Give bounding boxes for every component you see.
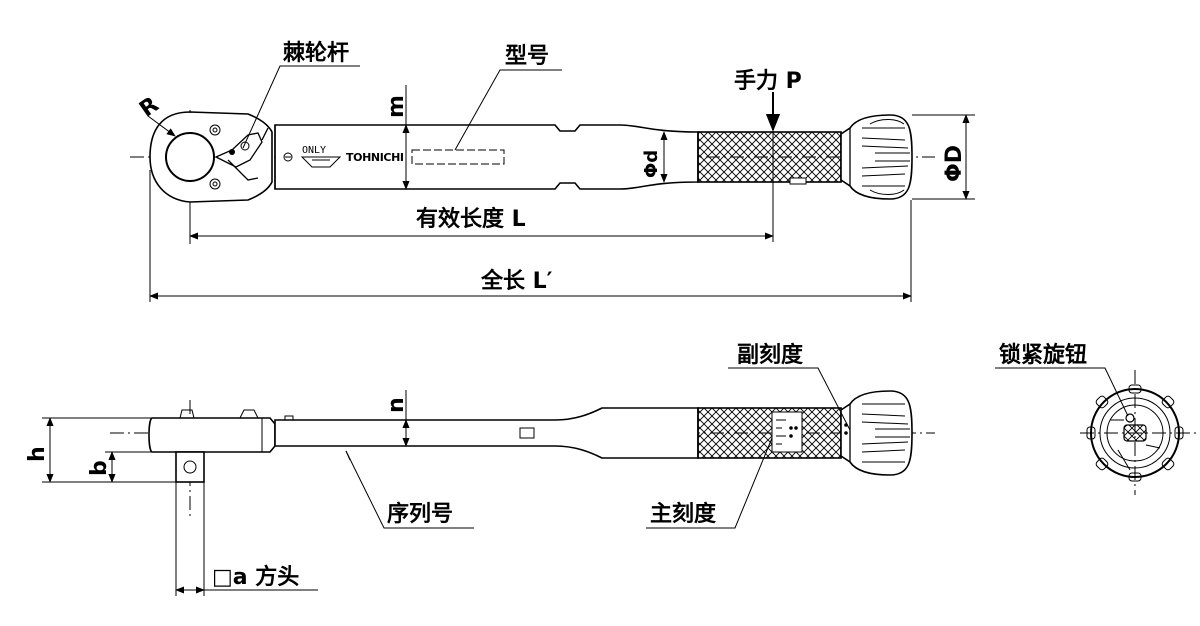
large-diameter-label: ΦD [942, 145, 967, 182]
radius-leader [147, 115, 176, 137]
overall-length-label: 全长 L′ [480, 268, 553, 294]
top-handle-cap [840, 114, 913, 200]
side-handle-cap [840, 390, 913, 476]
square-drive-label: □a 方头 [212, 564, 299, 590]
main-scale-window [771, 411, 803, 453]
only-text: ONLY [302, 145, 326, 156]
lock-knob-leader [995, 367, 1129, 417]
serial-number-leader [345, 450, 474, 529]
top-knurled-grip [697, 131, 842, 183]
model-leader [454, 69, 562, 151]
serial-number-label: 序列号 [387, 501, 453, 527]
square-drive [175, 451, 205, 483]
ratchet-lever-label: 棘轮杆 [283, 40, 349, 66]
hand-force-label: 手力 P [734, 69, 802, 94]
effective-length-label: 有效长度 L [416, 206, 526, 232]
radius-label: R [135, 92, 163, 122]
head-pin-top [209, 124, 221, 136]
model-label: 型号 [505, 44, 549, 69]
model-plate [411, 149, 505, 165]
m-label: m [384, 95, 409, 118]
side-shaft [274, 407, 699, 459]
side-cap-ribs [861, 403, 910, 463]
shaft-screw [283, 152, 293, 162]
h-label: h [25, 446, 50, 462]
end-knob-outer [1090, 388, 1180, 478]
lock-knob-center [1123, 424, 1147, 442]
small-diameter-label: Φd [641, 150, 662, 178]
sub-scale-leader [728, 367, 851, 431]
n-label: n [384, 397, 409, 413]
ratchet-lever-leader [242, 65, 360, 149]
ratchet-square-hole [165, 132, 215, 182]
serial-plate [519, 427, 535, 439]
side-knurled-grip [697, 407, 842, 459]
brand-marking: TOHNICHI [346, 151, 404, 164]
head-pin-bottom [209, 178, 221, 190]
cap-ribs [861, 119, 910, 195]
b-label: b [87, 460, 112, 476]
ratchet-lever [214, 127, 269, 181]
lock-knob-label: 锁紧旋钮 [999, 342, 1087, 368]
main-scale-leader [646, 437, 773, 529]
end-knob-flutes [1086, 384, 1184, 482]
sub-scale-label: 副刻度 [737, 342, 804, 368]
main-scale-label: 主刻度 [650, 501, 717, 527]
side-head [148, 417, 276, 453]
end-view: 锁紧旋钮 [995, 342, 1200, 495]
top-view: ONLY TOHNICHI R m [130, 40, 975, 302]
only-marking: ONLY [300, 145, 342, 168]
side-view: n h b □a 方头 序列号 主刻度 副刻度 [25, 342, 935, 596]
